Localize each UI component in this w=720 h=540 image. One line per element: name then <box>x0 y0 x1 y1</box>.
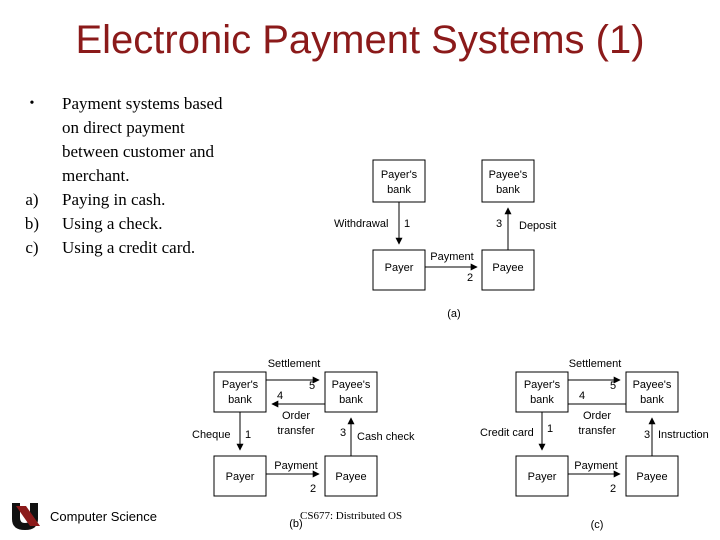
bullet-line: merchant. <box>62 166 130 185</box>
instrument-label: Cheque <box>192 429 231 441</box>
payees-bank-box <box>481 159 535 203</box>
payer-box <box>213 455 267 497</box>
payers-bank-label: Payer's <box>524 379 561 391</box>
bullet-line: Using a credit card. <box>62 238 196 257</box>
payees-bank-label: bank <box>496 184 520 196</box>
withdrawal-step: 1 <box>404 218 410 230</box>
payees-bank-label: bank <box>640 394 664 406</box>
withdrawal-label: Withdrawal <box>334 218 388 230</box>
bullet-marker: b) <box>24 214 40 233</box>
payment-step: 2 <box>610 483 616 495</box>
bullet-marker: a) <box>25 190 39 209</box>
instruction-step: 3 <box>644 429 650 441</box>
payee-label: Payee <box>492 262 523 274</box>
diagram-b: Settlement Payer's bank Payee's bank Pay… <box>192 358 415 530</box>
slide-title: Electronic Payment Systems (1) <box>75 18 645 62</box>
payees-bank-label: Payee's <box>489 169 528 181</box>
payment-step: 2 <box>310 483 316 495</box>
bullet-marker: c) <box>25 238 39 257</box>
order-transfer-label: Order <box>583 410 611 422</box>
order-transfer-label: Order <box>282 410 310 422</box>
order-transfer-label: transfer <box>277 425 315 437</box>
instrument-step: 1 <box>245 429 251 441</box>
payment-label: Payment <box>274 460 317 472</box>
settlement-step: 5 <box>309 380 315 392</box>
payer-box <box>372 249 426 291</box>
payer-box <box>515 455 569 497</box>
payment-step: 2 <box>467 272 473 284</box>
payee-label: Payee <box>335 471 366 483</box>
payers-bank-box <box>515 371 569 413</box>
payees-bank-label: bank <box>339 394 363 406</box>
payees-bank-box <box>625 371 679 413</box>
diagram-caption: (c) <box>591 519 604 531</box>
settlement-label: Settlement <box>569 358 622 370</box>
order-transfer-step: 4 <box>579 390 585 402</box>
bullet-line: Paying in cash. <box>62 190 166 209</box>
instrument-step: 1 <box>547 423 553 435</box>
order-transfer-label: transfer <box>578 425 616 437</box>
footer-course: CS677: Distributed OS <box>300 510 403 522</box>
bullet-marker: • <box>29 96 35 111</box>
cash-step: 3 <box>340 427 346 439</box>
umass-logo <box>12 503 40 530</box>
diagram-c: Settlement Payer's bank Payee's bank Pay… <box>480 358 709 531</box>
bullet-line: Payment systems based <box>62 94 223 113</box>
payers-bank-label: bank <box>387 184 411 196</box>
bullet-item: • Payment systems based on direct paymen… <box>20 92 280 188</box>
payment-label: Payment <box>574 460 617 472</box>
payment-label: Payment <box>430 251 473 263</box>
payer-label: Payer <box>385 262 414 274</box>
payers-bank-box <box>213 371 267 413</box>
payers-bank-label: Payer's <box>381 169 418 181</box>
order-transfer-step: 4 <box>277 390 283 402</box>
payers-bank-label: Payer's <box>222 379 259 391</box>
bullet-line: on direct payment <box>62 118 185 137</box>
payees-bank-label: Payee's <box>633 379 672 391</box>
payer-label: Payer <box>528 471 557 483</box>
diagram-a: Payer's bank Payee's bank Payer Payee Wi… <box>334 159 556 320</box>
bullet-list: • Payment systems based on direct paymen… <box>20 92 280 260</box>
bullet-item: c) Using a credit card. <box>20 236 280 260</box>
payees-bank-label: Payee's <box>332 379 371 391</box>
instrument-label: Credit card <box>480 427 534 439</box>
settlement-label: Settlement <box>268 358 321 370</box>
payer-label: Payer <box>226 471 255 483</box>
payers-bank-label: bank <box>530 394 554 406</box>
deposit-label: Deposit <box>519 220 556 232</box>
settlement-step: 5 <box>610 380 616 392</box>
bullet-item: b) Using a check. <box>20 212 280 236</box>
payers-bank-label: bank <box>228 394 252 406</box>
diagram-caption: (b) <box>289 518 302 530</box>
cash-check-label: Cash check <box>357 431 415 443</box>
deposit-step: 3 <box>496 218 502 230</box>
payee-label: Payee <box>636 471 667 483</box>
payees-bank-box <box>324 371 378 413</box>
footer-department: Computer Science <box>50 509 157 524</box>
bullet-item: a) Paying in cash. <box>20 188 280 212</box>
bullet-line: Using a check. <box>62 214 163 233</box>
bullet-line: between customer and <box>62 142 214 161</box>
instruction-label: Instruction <box>658 429 709 441</box>
diagram-caption: (a) <box>447 308 460 320</box>
